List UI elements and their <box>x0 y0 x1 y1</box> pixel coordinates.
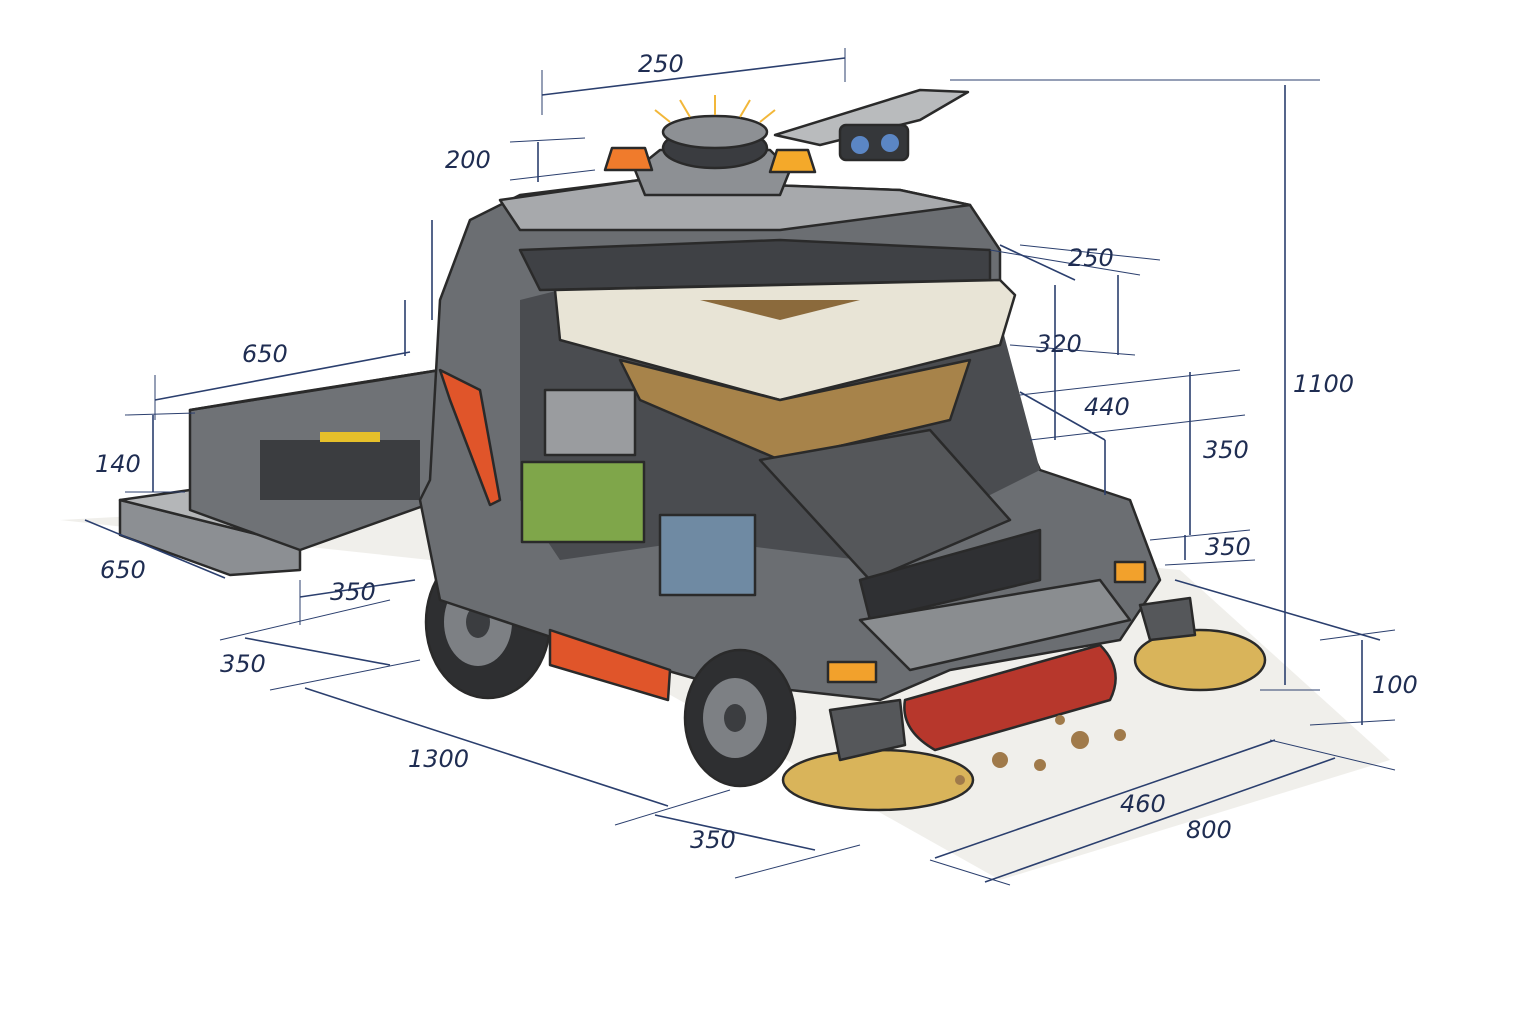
control-box <box>658 513 757 597</box>
dim-dock-height: 140 <box>95 450 141 478</box>
dim-brush-width: 460 <box>1120 790 1166 818</box>
main-roller-brush <box>903 643 1117 752</box>
dim-total-width: 800 <box>1186 816 1232 844</box>
dim-sensor-height: 200 <box>445 146 491 174</box>
dim-rear-overhang: 350 <box>220 650 266 678</box>
dim-hopper-height: 320 <box>1036 330 1082 358</box>
debris-hopper <box>553 278 1017 402</box>
dim-sensor-width: 250 <box>638 50 684 78</box>
side-brush-left <box>781 698 975 812</box>
docking-station <box>118 368 442 577</box>
battery-pack <box>520 460 646 544</box>
dim-ground-clearance: 100 <box>1372 671 1418 699</box>
front-wheel <box>683 648 797 788</box>
solar-lid <box>773 88 970 147</box>
dimension-lines <box>84 48 1396 886</box>
side-brush-right <box>1133 596 1267 692</box>
dim-front-wheel-offset: 350 <box>690 826 736 854</box>
beacon-glow <box>654 95 776 123</box>
dim-wheel-to-dock: 350 <box>330 578 376 606</box>
sweeper-body <box>418 88 1162 702</box>
headlight <box>1113 560 1147 584</box>
dim-total-length: 1300 <box>408 745 469 773</box>
beacon-light <box>768 148 817 174</box>
debris <box>955 715 1126 785</box>
dim-side-brush-offset: 350 <box>1205 533 1251 561</box>
dim-hopper-depth: 440 <box>1084 393 1130 421</box>
beacon-light <box>603 146 654 172</box>
dim-total-height: 1100 <box>1293 370 1354 398</box>
dim-intake-height: 350 <box>1203 436 1249 464</box>
dim-dock-length: 650 <box>242 340 288 368</box>
dim-hopper-lid-width: 250 <box>1068 244 1114 272</box>
headlight <box>826 660 878 684</box>
dim-dock-depth: 650 <box>100 556 146 584</box>
